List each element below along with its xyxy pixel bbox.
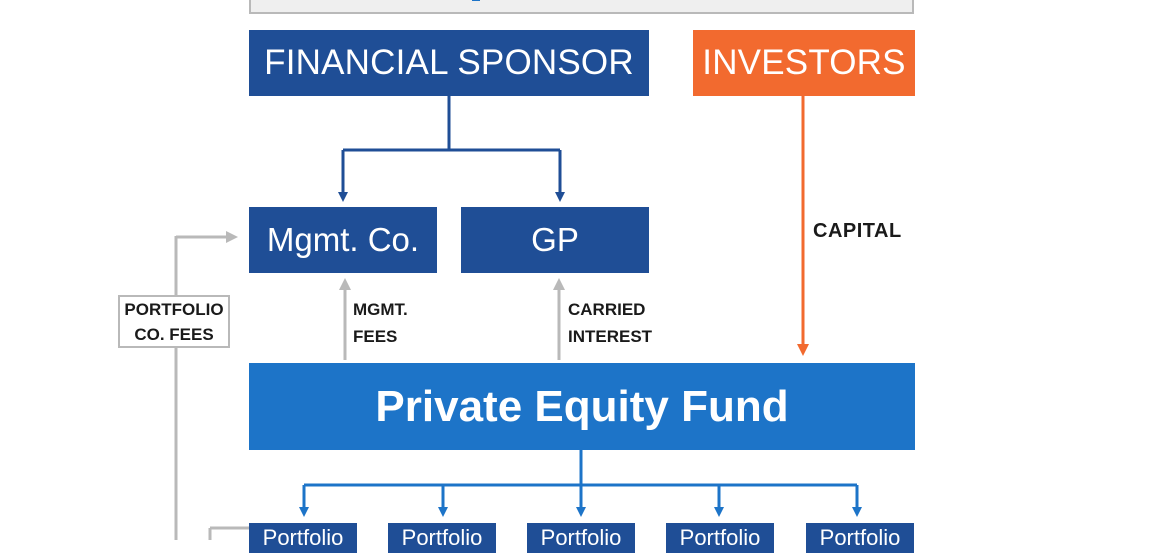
portfolio-company-box: Portfolio [806,523,914,553]
portfolio-company-box: Portfolio [388,523,496,553]
mgmt-co-box: Mgmt. Co. [249,207,437,273]
investors-box: INVESTORS [693,30,915,96]
carried-interest-label: CARRIED INTEREST [568,300,653,346]
financial-sponsor-box: FINANCIAL SPONSOR [249,30,649,96]
mgmt-co-label: Mgmt. Co. [266,221,420,258]
portfolio-company-box: Portfolio [666,523,774,553]
gp-label: GP [531,221,579,258]
connector-lines [174,96,862,540]
portfolio-company-box: Portfolio [527,523,635,553]
portfolio-fees-label: PORTFOLIO CO. FEES [118,295,230,348]
fund-to-portfolio-connector [299,450,862,517]
portfolio-company-box: Portfolio [249,523,357,553]
portfolio-company-label: Portfolio [679,525,761,550]
private-equity-fund-label: Private Equity Fund [375,381,789,431]
private-equity-fund-box: Private Equity Fund [249,363,915,450]
top-banner [249,0,914,14]
portfolio-company-label: Portfolio [262,525,344,550]
portfolio-fees-loop [174,231,249,540]
investors-label: INVESTORS [702,43,906,82]
sponsor-split-connector [338,96,565,202]
top-banner-mark [472,0,480,1]
portfolio-company-label: Portfolio [401,525,483,550]
gp-box: GP [461,207,649,273]
mgmt-fees-label: MGMT. FEES [353,300,408,346]
portfolio-company-label: Portfolio [819,525,901,550]
portfolio-company-label: Portfolio [540,525,622,550]
financial-sponsor-label: FINANCIAL SPONSOR [264,43,634,82]
capital-label: CAPITAL [813,220,902,242]
